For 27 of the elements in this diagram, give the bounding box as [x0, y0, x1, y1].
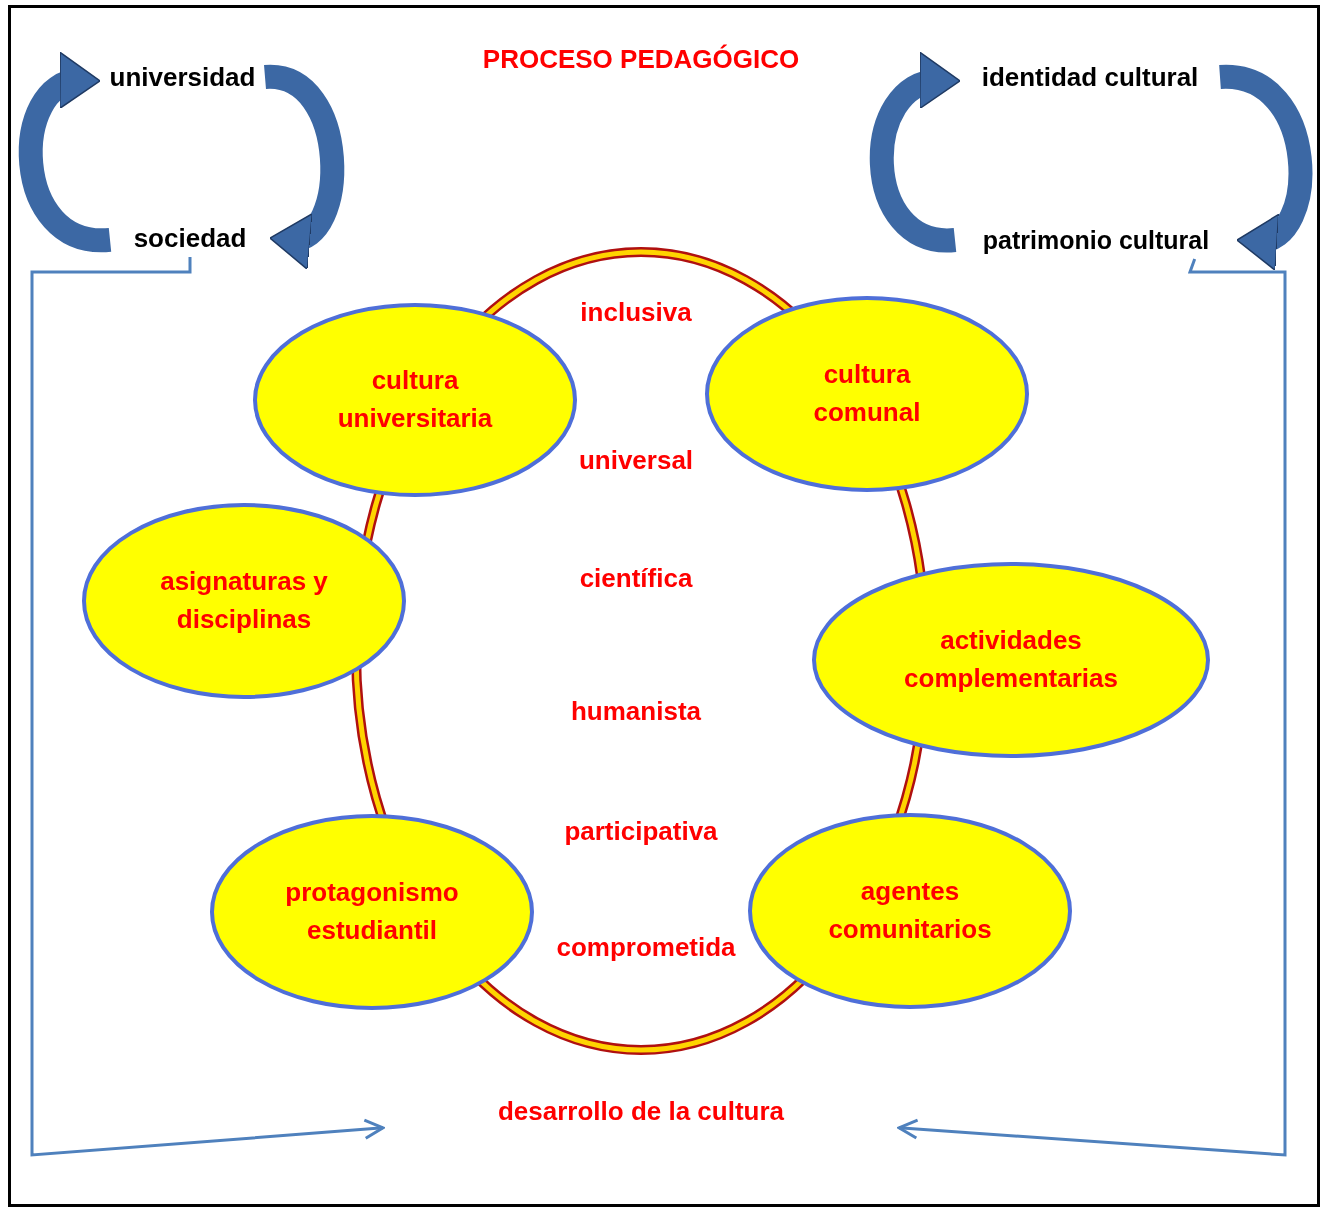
concept-ellipse [812, 562, 1210, 758]
arrow [30, 257, 385, 1157]
concept-label: cultura universitaria [336, 364, 494, 435]
concept-ellipse [210, 814, 534, 1010]
arrow [897, 258, 1287, 1157]
concept-label: actividades complementarias [903, 624, 1119, 695]
concept-label: asignaturas y disciplinas [159, 565, 329, 636]
quality-label: científica [579, 562, 693, 594]
arrow [869, 55, 961, 252]
concept-label: agentes comunitarios [827, 875, 993, 946]
quality-label: participativa [564, 815, 718, 847]
term-label: patrimonio cultural [955, 221, 1237, 259]
term-label: desarrollo de la cultura [383, 1090, 899, 1132]
quality-label: humanista [571, 695, 701, 727]
quality-label: comprometida [556, 931, 736, 963]
concept-label: protagonismo estudiantil [284, 876, 460, 947]
diagram-title: PROCESO PEDAGÓGICO [481, 44, 801, 75]
term-label: universidad [100, 58, 265, 96]
term-label: identidad cultural [960, 58, 1220, 96]
concept-ellipse [253, 303, 577, 497]
quality-label: inclusiva [580, 296, 692, 328]
quality-label: universal [578, 444, 694, 476]
concept-label: cultura comunal [812, 358, 922, 429]
term-label: sociedad [110, 219, 270, 257]
concept-ellipse [705, 296, 1029, 492]
concept-ellipse [82, 503, 406, 699]
concept-ellipse [748, 813, 1072, 1009]
